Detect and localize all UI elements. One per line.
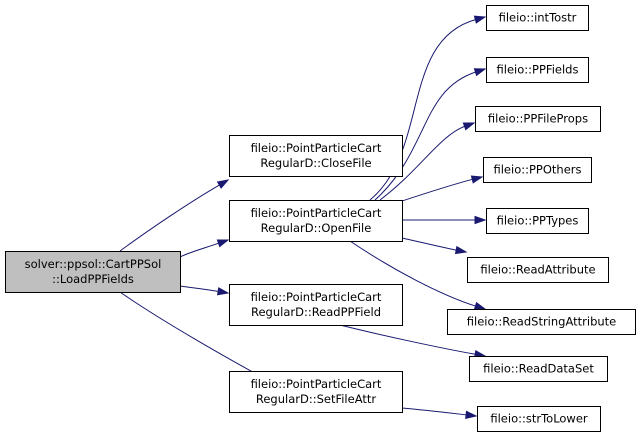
node-box-setfileattr[interactable] — [229, 371, 403, 413]
node-ppothers[interactable]: fileio::PPOthers — [483, 157, 592, 183]
node-label-readdataset-line-1: fileio::ReadDataSet — [483, 362, 594, 376]
arrowhead-openfile-to-readstringattribute — [473, 301, 487, 310]
node-label-setfileattr-line-1: fileio::PointParticleCart — [251, 377, 382, 391]
node-label-inttostr-line-1: fileio::intTostr — [499, 11, 577, 25]
node-label-root-line-2: ::LoadPPFields — [52, 272, 134, 286]
edge-root-to-openfile — [179, 242, 220, 258]
node-box-pptypes[interactable] — [486, 208, 589, 234]
node-readattribute[interactable]: fileio::ReadAttribute — [467, 257, 609, 283]
node-label-ppothers-line-1: fileio::PPOthers — [493, 163, 581, 177]
node-label-openfile-line-1: fileio::PointParticleCart — [251, 206, 382, 220]
arrowhead-root-to-closefile — [216, 179, 230, 189]
edge-openfile-to-ppfields — [374, 71, 477, 201]
arrowhead-openfile-to-readattribute — [454, 245, 468, 255]
node-pptypes[interactable]: fileio::PPTypes — [486, 208, 589, 234]
node-label-root-line-1: solver::ppsol::CartPPSol — [25, 257, 162, 271]
edge-openfile-to-readstringattribute — [349, 240, 477, 307]
node-label-closefile-line-2: RegularD::CloseFile — [260, 156, 371, 170]
node-box-openfile[interactable] — [229, 200, 403, 242]
node-label-ppfields-line-1: fileio::PPFields — [497, 63, 579, 77]
node-setfileattr[interactable]: fileio::PointParticleCartRegularD::SetFi… — [229, 371, 403, 413]
node-closefile[interactable]: fileio::PointParticleCartRegularD::Close… — [229, 135, 403, 177]
edge-readppfield-to-readdataset — [339, 324, 477, 355]
node-label-openfile-line-2: RegularD::OpenFile — [261, 221, 372, 235]
node-box-strtolower[interactable] — [477, 406, 601, 432]
edge-openfile-to-ppfileprops — [379, 125, 466, 201]
node-label-strtolower-line-1: fileio::strToLower — [490, 412, 588, 426]
node-label-readattribute-line-1: fileio::ReadAttribute — [480, 263, 595, 277]
node-label-closefile-line-1: fileio::PointParticleCart — [251, 141, 382, 155]
node-box-readdataset[interactable] — [469, 356, 608, 382]
node-box-ppfileprops[interactable] — [475, 106, 601, 132]
node-readppfield[interactable]: fileio::PointParticleCartRegularD::ReadP… — [229, 284, 403, 326]
node-label-ppfileprops-line-1: fileio::PPFileProps — [488, 112, 588, 126]
node-box-root[interactable] — [5, 251, 181, 293]
node-label-pptypes-line-1: fileio::PPTypes — [497, 214, 579, 228]
arrowhead-setfileattr-to-strtolower — [465, 410, 478, 419]
node-readdataset[interactable]: fileio::ReadDataSet — [469, 356, 608, 382]
node-ppfileprops[interactable]: fileio::PPFileProps — [475, 106, 601, 132]
edge-root-to-readppfield — [179, 285, 220, 293]
node-openfile[interactable]: fileio::PointParticleCartRegularD::OpenF… — [229, 200, 403, 242]
edge-setfileattr-to-strtolower — [401, 407, 468, 416]
node-root[interactable]: solver::ppsol::CartPPSol::LoadPPFields — [5, 251, 181, 293]
node-inttostr[interactable]: fileio::intTostr — [486, 5, 589, 31]
node-label-readppfield-line-1: fileio::PointParticleCart — [251, 290, 382, 304]
node-box-closefile[interactable] — [229, 135, 403, 177]
node-box-ppothers[interactable] — [483, 157, 592, 183]
arrowhead-openfile-to-ppfileprops — [462, 122, 476, 131]
arrowhead-openfile-to-ppothers — [470, 175, 484, 184]
arrowhead-openfile-to-pptypes — [474, 215, 487, 225]
nodes-layer: solver::ppsol::CartPPSol::LoadPPFieldsfi… — [5, 5, 636, 432]
node-ppfields[interactable]: fileio::PPFields — [486, 57, 589, 83]
node-box-readppfield[interactable] — [229, 284, 403, 326]
arrowhead-root-to-openfile — [216, 239, 230, 248]
arrowhead-openfile-to-ppfields — [473, 68, 487, 77]
node-label-setfileattr-line-2: RegularD::SetFileAttr — [256, 392, 377, 406]
node-label-readstringattribute-line-1: fileio::ReadStringAttribute — [467, 315, 617, 329]
edge-openfile-to-inttostr — [369, 18, 477, 201]
edge-openfile-to-readattribute — [401, 237, 458, 251]
node-readstringattribute[interactable]: fileio::ReadStringAttribute — [447, 309, 636, 335]
node-box-inttostr[interactable] — [486, 5, 589, 31]
node-strtolower[interactable]: fileio::strToLower — [477, 406, 601, 432]
node-label-readppfield-line-2: RegularD::ReadPPField — [251, 305, 381, 319]
node-box-ppfields[interactable] — [486, 57, 589, 83]
node-box-readstringattribute[interactable] — [447, 309, 636, 335]
arrowhead-openfile-to-inttostr — [473, 15, 487, 24]
node-box-readattribute[interactable] — [467, 257, 609, 283]
edge-root-to-closefile — [119, 184, 221, 252]
arrowhead-root-to-readppfield — [216, 287, 230, 296]
